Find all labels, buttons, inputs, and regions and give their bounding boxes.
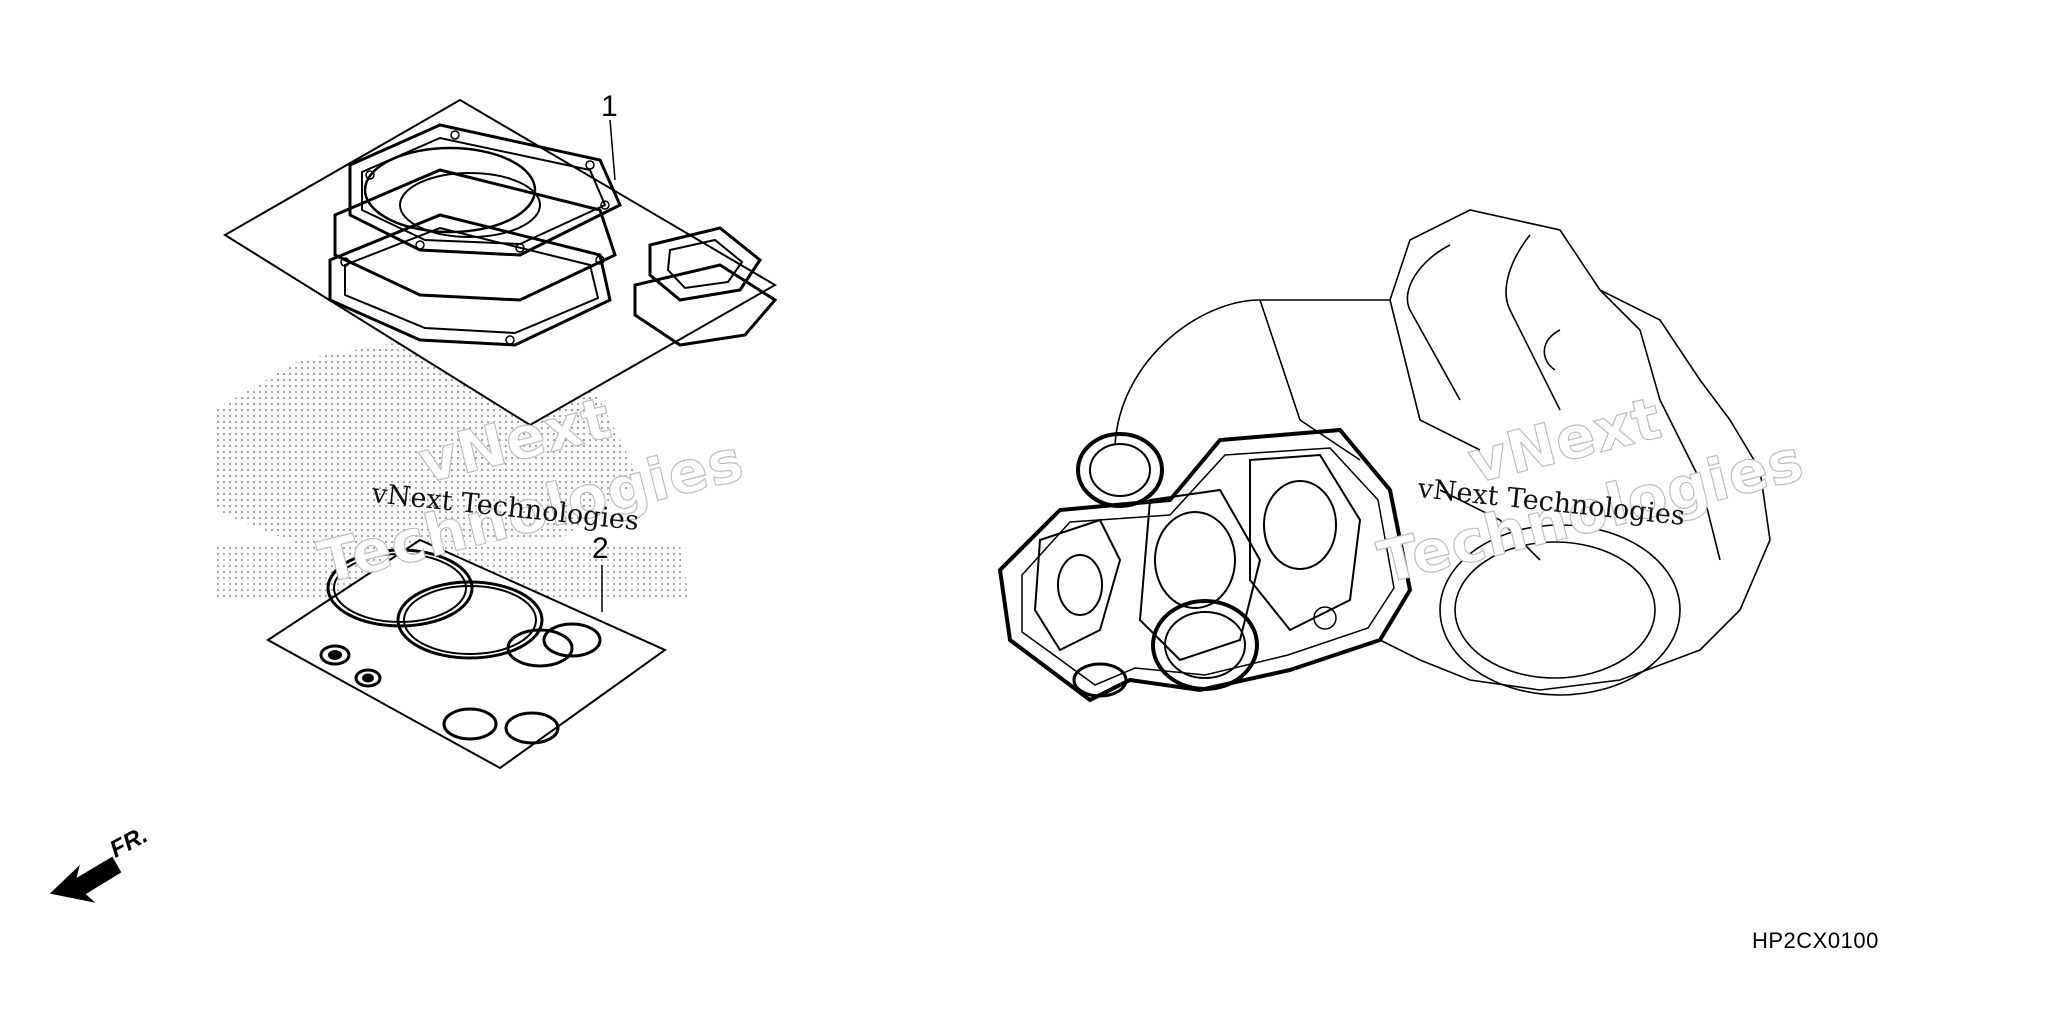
diagram-code: HP2CX0100 xyxy=(1752,928,1879,953)
callout-1[interactable]: 1 xyxy=(601,90,618,123)
gasket-kit-a-icon xyxy=(223,98,778,427)
front-direction-arrow-icon xyxy=(49,856,122,903)
callout-2[interactable]: 2 xyxy=(592,532,609,565)
engine-outline-icon xyxy=(1114,209,1771,696)
engine-gasket-assembly xyxy=(997,427,1413,703)
gasket-kit-b-icon xyxy=(266,538,667,770)
